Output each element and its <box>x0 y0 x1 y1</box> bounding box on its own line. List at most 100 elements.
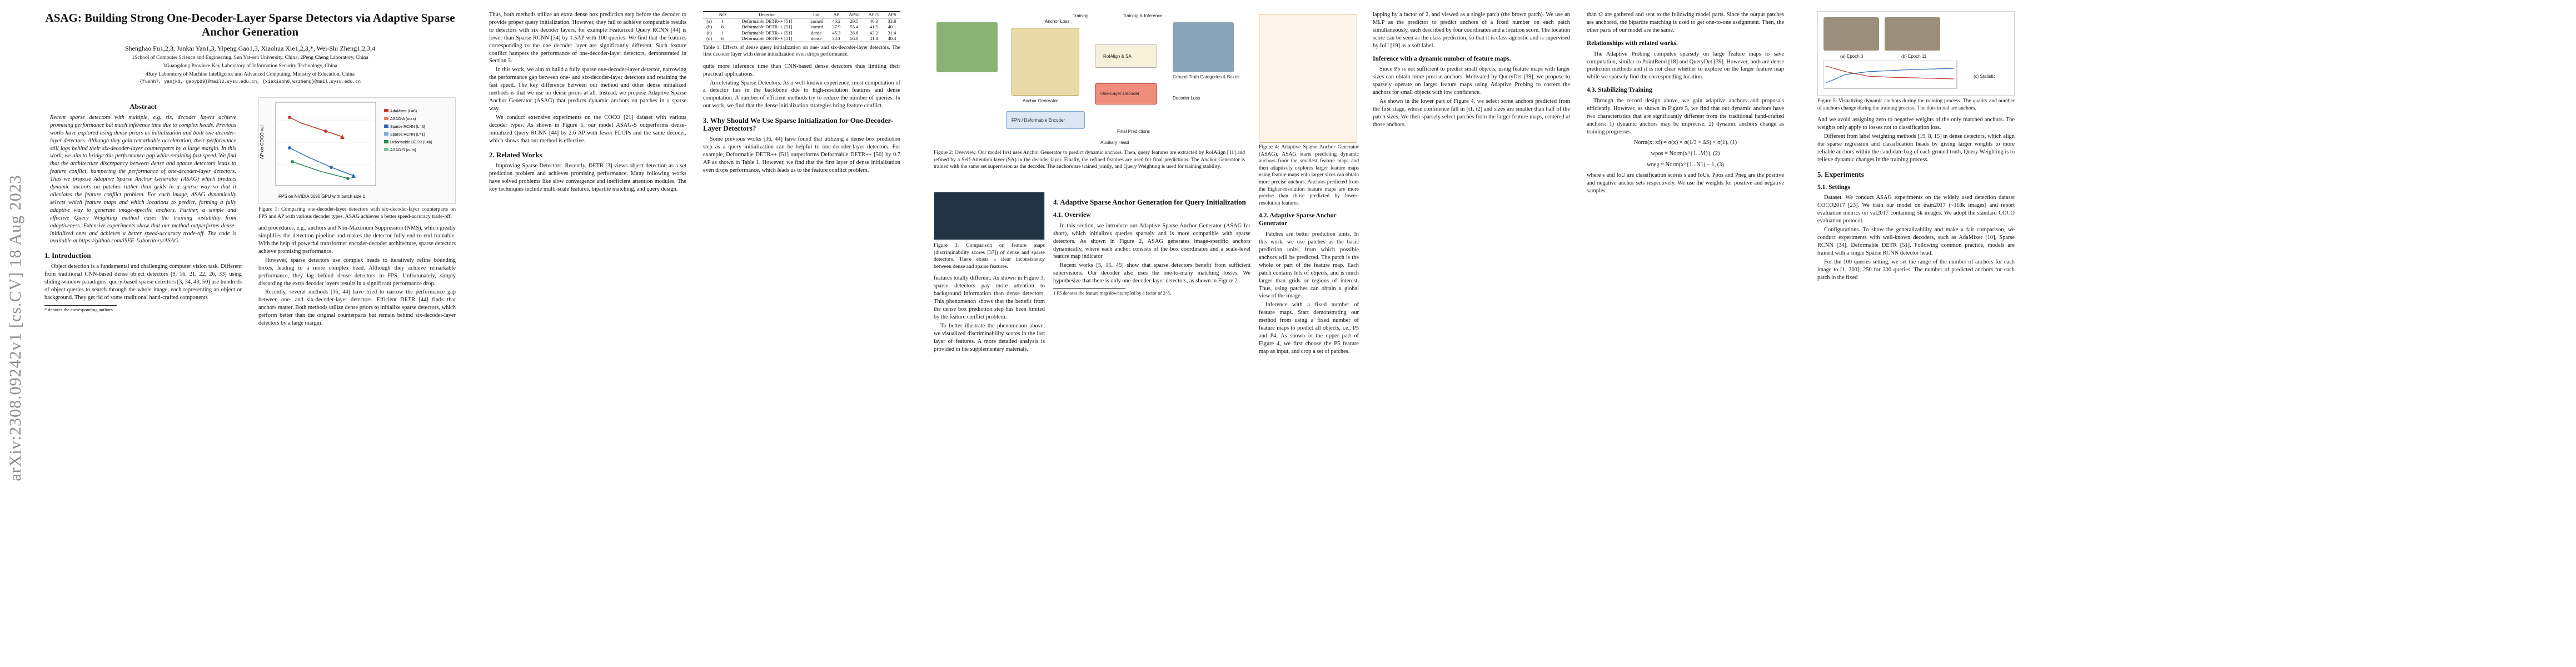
table-header: AP50 <box>844 11 864 18</box>
table-header: NO <box>715 11 730 18</box>
legend-item: AdaMixer (L=6) <box>390 109 417 113</box>
why-heading: 3. Why Should We Use Sparse Initializati… <box>703 116 894 133</box>
figure-1-chart: AP on COCO val FPS on NVIDIA 3090 GPU wi… <box>258 97 456 204</box>
stab-heading: 4.3. Stabilizing Training <box>1587 87 1652 94</box>
epoch-0-image <box>1823 17 1879 51</box>
paragraph: Patches are better prediction units. In … <box>1259 231 1359 300</box>
paragraph: To better illustrate the phenomenon abov… <box>934 322 1045 352</box>
dyn-heading: Inference with a dynamic number of featu… <box>1373 55 1511 62</box>
paragraph: Since P5 is not sufficient to predict sm… <box>1373 66 1570 96</box>
roi-label: RoIAlign & SA <box>1103 54 1132 59</box>
input-image <box>936 22 998 72</box>
paragraph: Configurations. To show the generalizabi… <box>1817 227 2015 256</box>
fig1-plot: AP on COCO val FPS on NVIDIA 3090 GPU wi… <box>260 102 432 199</box>
figure-3-images <box>934 192 1045 240</box>
legend-item: Deformable DETR (L=6) <box>390 141 432 145</box>
affiliation-2: 3Guangdong Province Key Laboratory of In… <box>163 63 337 69</box>
anchor-generator-box <box>1012 28 1079 96</box>
paragraph: features totally different. As shown in … <box>934 275 1045 320</box>
figure-1-caption: Figure 1: Comparing one-decoder-layer de… <box>258 206 456 220</box>
paragraph: Recent works [5, 15, 45] show that spars… <box>1053 262 1250 285</box>
table-header: Detector <box>729 11 805 18</box>
asag-heading: 4.2. Adaptive Sparse Anchor Generator <box>1259 212 1337 227</box>
experiments-heading: 5. Experiments <box>1817 170 1864 178</box>
figure-3-caption: Figure 3: Comparison on feature maps (di… <box>934 242 1045 270</box>
intro-paragraph: Object detection is a fundamental and ch… <box>44 263 242 301</box>
footnote: 1 P5 denotes the feature map downsampled… <box>1053 288 1171 296</box>
legend-train-infer: Training & Inference <box>1123 13 1163 18</box>
related-heading: 2. Related Works <box>489 151 542 160</box>
paragraph: and procedures, e.g., anchors and Non-Ma… <box>258 225 456 255</box>
legend-item: Sparse RCNN (L=1) <box>390 133 425 137</box>
table-header: APS <box>883 11 900 18</box>
paragraph: We conduct extensive experiments on the … <box>489 114 686 144</box>
affiliation-3: 4Key Laboratory of Machine Intelligence … <box>146 72 355 77</box>
fig5-label-b: (b) Epoch 11 <box>1901 54 1927 59</box>
paper-title: ASAG: Building Strong One-Decoder-Layer … <box>45 11 455 38</box>
figure-2-caption: Figure 2: Overview. Our model first uses… <box>934 150 1245 170</box>
method-heading: 4. Adaptive Sparse Anchor Generation for… <box>1053 198 1246 206</box>
table-header: Init <box>804 11 829 18</box>
paragraph: As shown in the lower part of Figure 4, … <box>1373 98 1570 128</box>
paragraph: Some previous works [36, 44] have found … <box>703 136 900 173</box>
fpn-box <box>1006 111 1085 129</box>
paragraph: For the 100 queries setting, we set the … <box>1817 258 2015 281</box>
fig5-label-a: (a) Epoch 0 <box>1840 54 1864 59</box>
epoch-11-image <box>1885 17 1940 51</box>
arxiv-stamp: arXiv:2308.09242v1 [cs.CV] 18 Aug 2023 <box>6 175 24 481</box>
equation-3: wneg = Norm(x^{1...N}) − 1, (3) <box>1647 161 1724 168</box>
paragraph: quite more inference time than CNN-based… <box>703 63 900 77</box>
paragraph: Improving Sparse Detectors. Recently, DE… <box>489 163 686 193</box>
abstract-heading: Abstract <box>129 102 157 111</box>
fig1-xlabel: FPS on NVIDIA 3090 GPU with batch size 1 <box>278 194 366 199</box>
aux-head-label: Auxiliary Head <box>1100 140 1129 145</box>
figure-4-diagram <box>1259 14 1357 143</box>
paragraph: In this section, we introduce our Adapti… <box>1053 222 1250 260</box>
paragraph: than t2 are gathered and sent to the fol… <box>1587 12 1784 33</box>
anchor-loss-label: Anchor Loss <box>1045 19 1070 24</box>
equation-1: Norm(x; xf) = σ(x) × σ(1/3 × ΔS) × σ(1),… <box>1633 139 1737 146</box>
fig5-statistic-plot <box>1823 61 1957 89</box>
affiliation-1: 1School of Computer Science and Engineer… <box>132 55 368 61</box>
decoder-loss-label: Decoder Loss <box>1173 96 1200 101</box>
legend-item: ASAG-S (ours) <box>390 148 416 152</box>
figure-4-caption: Figure 4: Adaptive Sparse Anchor Generat… <box>1259 144 1359 206</box>
figure-5-caption: Figure 5: Visualizing dynamic anchors du… <box>1817 98 2015 111</box>
paragraph: Different from label weighting methods [… <box>1817 133 2015 163</box>
table-header: AP75 <box>864 11 884 18</box>
page-1: ASAG: Building Strong One-Decoder-Layer … <box>33 0 467 667</box>
one-layer-decoder-box <box>1095 83 1157 104</box>
table-1-caption: Table 1: Effects of dense query initiali… <box>703 44 900 58</box>
roi-box <box>1095 44 1157 68</box>
page-3: Training Training & Inference Anchor Gen… <box>934 0 1362 667</box>
fig5-label-c: (c) Statistic <box>1974 74 1996 79</box>
figure-2-diagram: Training Training & Inference Anchor Gen… <box>934 11 1359 147</box>
legend-item: ASAG-A (ours) <box>390 117 416 121</box>
final-pred-label: Final Predictions <box>1117 129 1150 134</box>
footnote: * denotes the corresponding authors. <box>44 305 117 313</box>
legend-item: Sparse RCNN (L=6) <box>390 125 425 129</box>
rel-heading: Relationships with related works. <box>1587 39 1678 47</box>
paragraph: Through the record design above, we gain… <box>1587 98 1784 135</box>
settings-heading: 5.1. Settings <box>1817 183 1851 191</box>
table-header: AP <box>828 11 845 18</box>
intro-heading: 1. Introduction <box>44 251 91 260</box>
paragraph: And we avoid assigning zero to negative … <box>1817 117 2015 131</box>
paragraph: In this work, we aim to build a fully sp… <box>489 67 686 112</box>
gt-label: Ground Truth Categories & Boxes <box>1173 74 1240 79</box>
paragraph: where s and IoU are classification score… <box>1587 172 1784 194</box>
equation-2: wpos = Norm(x^{1...M}), (2) <box>1651 150 1720 157</box>
anchor-gen-label: Anchor Generator <box>1023 98 1058 103</box>
figure-5: (a) Epoch 0 (b) Epoch 11 (c) Statistic <box>1817 11 2015 96</box>
paragraph: Recently, several methods [36, 44] have … <box>258 289 456 327</box>
emails: {fushh7, yanjk3, gaoyp23}@mail2.sysu.edu… <box>139 79 361 84</box>
page-2: Thus, both methods utilize an extra dens… <box>489 0 911 667</box>
paragraph: Inference with a fixed number of feature… <box>1259 302 1359 355</box>
fig1-ylabel: AP on COCO val <box>260 125 265 159</box>
paragraph: However, sparse detectors use complex he… <box>258 257 456 287</box>
